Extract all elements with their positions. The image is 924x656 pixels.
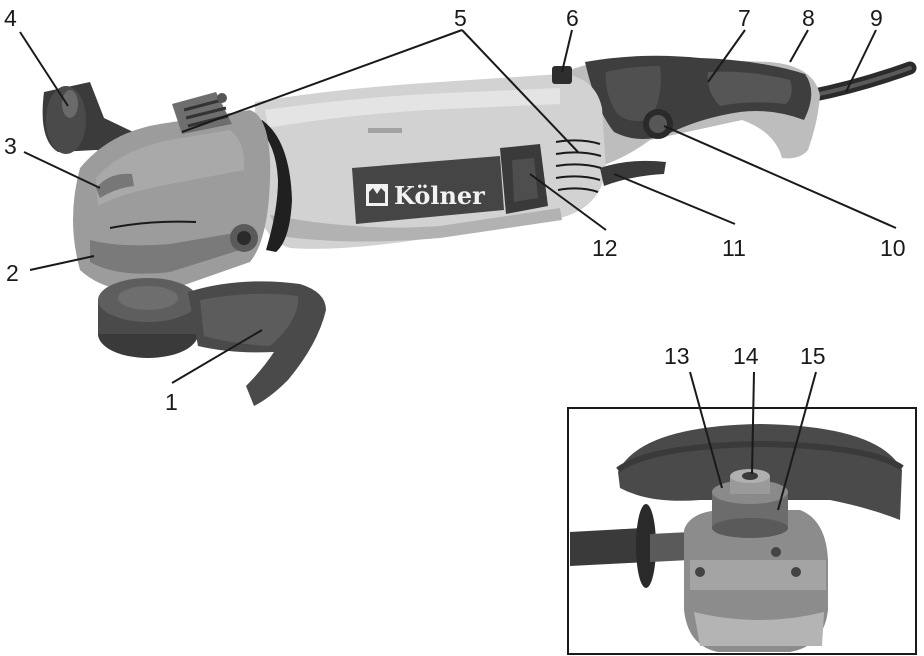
housing-band bbox=[256, 120, 292, 252]
rear-vents bbox=[555, 139, 602, 193]
top-button bbox=[552, 66, 572, 84]
inset-panel: 13 14 15 bbox=[567, 343, 917, 655]
callout-labels: 1 2 3 4 5 6 7 8 9 10 11 12 bbox=[4, 5, 906, 415]
callout-4: 4 bbox=[4, 5, 17, 31]
front-vents bbox=[172, 92, 232, 134]
callout-10: 10 bbox=[880, 235, 906, 261]
callout-14: 14 bbox=[733, 343, 759, 369]
callout-1: 1 bbox=[165, 389, 178, 415]
callout-13: 13 bbox=[664, 343, 690, 369]
handle-socket bbox=[230, 224, 258, 252]
brand-plate: Kölner bbox=[352, 156, 504, 224]
callout-7: 7 bbox=[738, 5, 751, 31]
brand-name: Kölner bbox=[394, 181, 485, 210]
power-cord bbox=[803, 61, 917, 103]
callout-2: 2 bbox=[6, 260, 19, 286]
callout-12: 12 bbox=[592, 235, 618, 261]
speed-dial bbox=[643, 109, 673, 139]
spindle-lock-button bbox=[96, 173, 134, 198]
callout-5: 5 bbox=[454, 5, 467, 31]
callout-9: 9 bbox=[870, 5, 883, 31]
callout-3: 3 bbox=[4, 133, 17, 159]
callout-leaders bbox=[19, 29, 897, 384]
callout-15: 15 bbox=[800, 343, 826, 369]
callout-6: 6 bbox=[566, 5, 579, 31]
spindle-flange bbox=[98, 278, 198, 358]
switch-trigger bbox=[600, 160, 666, 186]
callout-8: 8 bbox=[802, 5, 815, 31]
angle-grinder-illustration: Kölner bbox=[42, 55, 917, 406]
callout-11: 11 bbox=[722, 235, 746, 261]
